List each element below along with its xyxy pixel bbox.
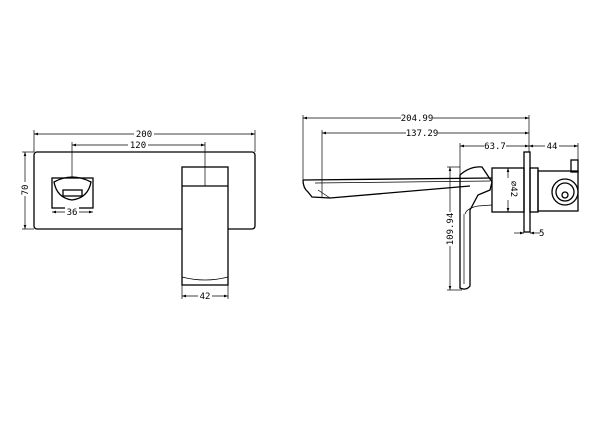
handle [51,176,94,209]
spout-side [302,177,493,199]
spout [181,166,229,286]
dim-handle-height: 109.94 [446,213,456,246]
rear-valve [529,159,579,213]
dim-overall-projection: 204.99 [401,114,434,124]
side-view: 204.99 137.29 63.7 44 ⌀42 109.94 5 [302,113,579,291]
dim-overall-width: 200 [136,130,152,140]
dim-height: 70 [21,185,31,196]
dim-spout-projection: 137.29 [406,129,439,139]
dim-handle-width: 36 [67,208,78,218]
dim-body-to-wall: 63.7 [484,142,506,152]
front-view: 200 120 70 36 42 [20,128,256,302]
lever-handle [459,166,493,290]
wall-plate-side [523,151,531,233]
dim-wall-depth: 44 [547,142,558,152]
dim-spout-width: 42 [200,292,211,302]
wall-plate [33,151,256,230]
dim-centers: 120 [130,141,146,151]
dim-plate-thickness: 5 [539,229,544,239]
dim-body-diameter: ⌀42 [508,181,518,197]
